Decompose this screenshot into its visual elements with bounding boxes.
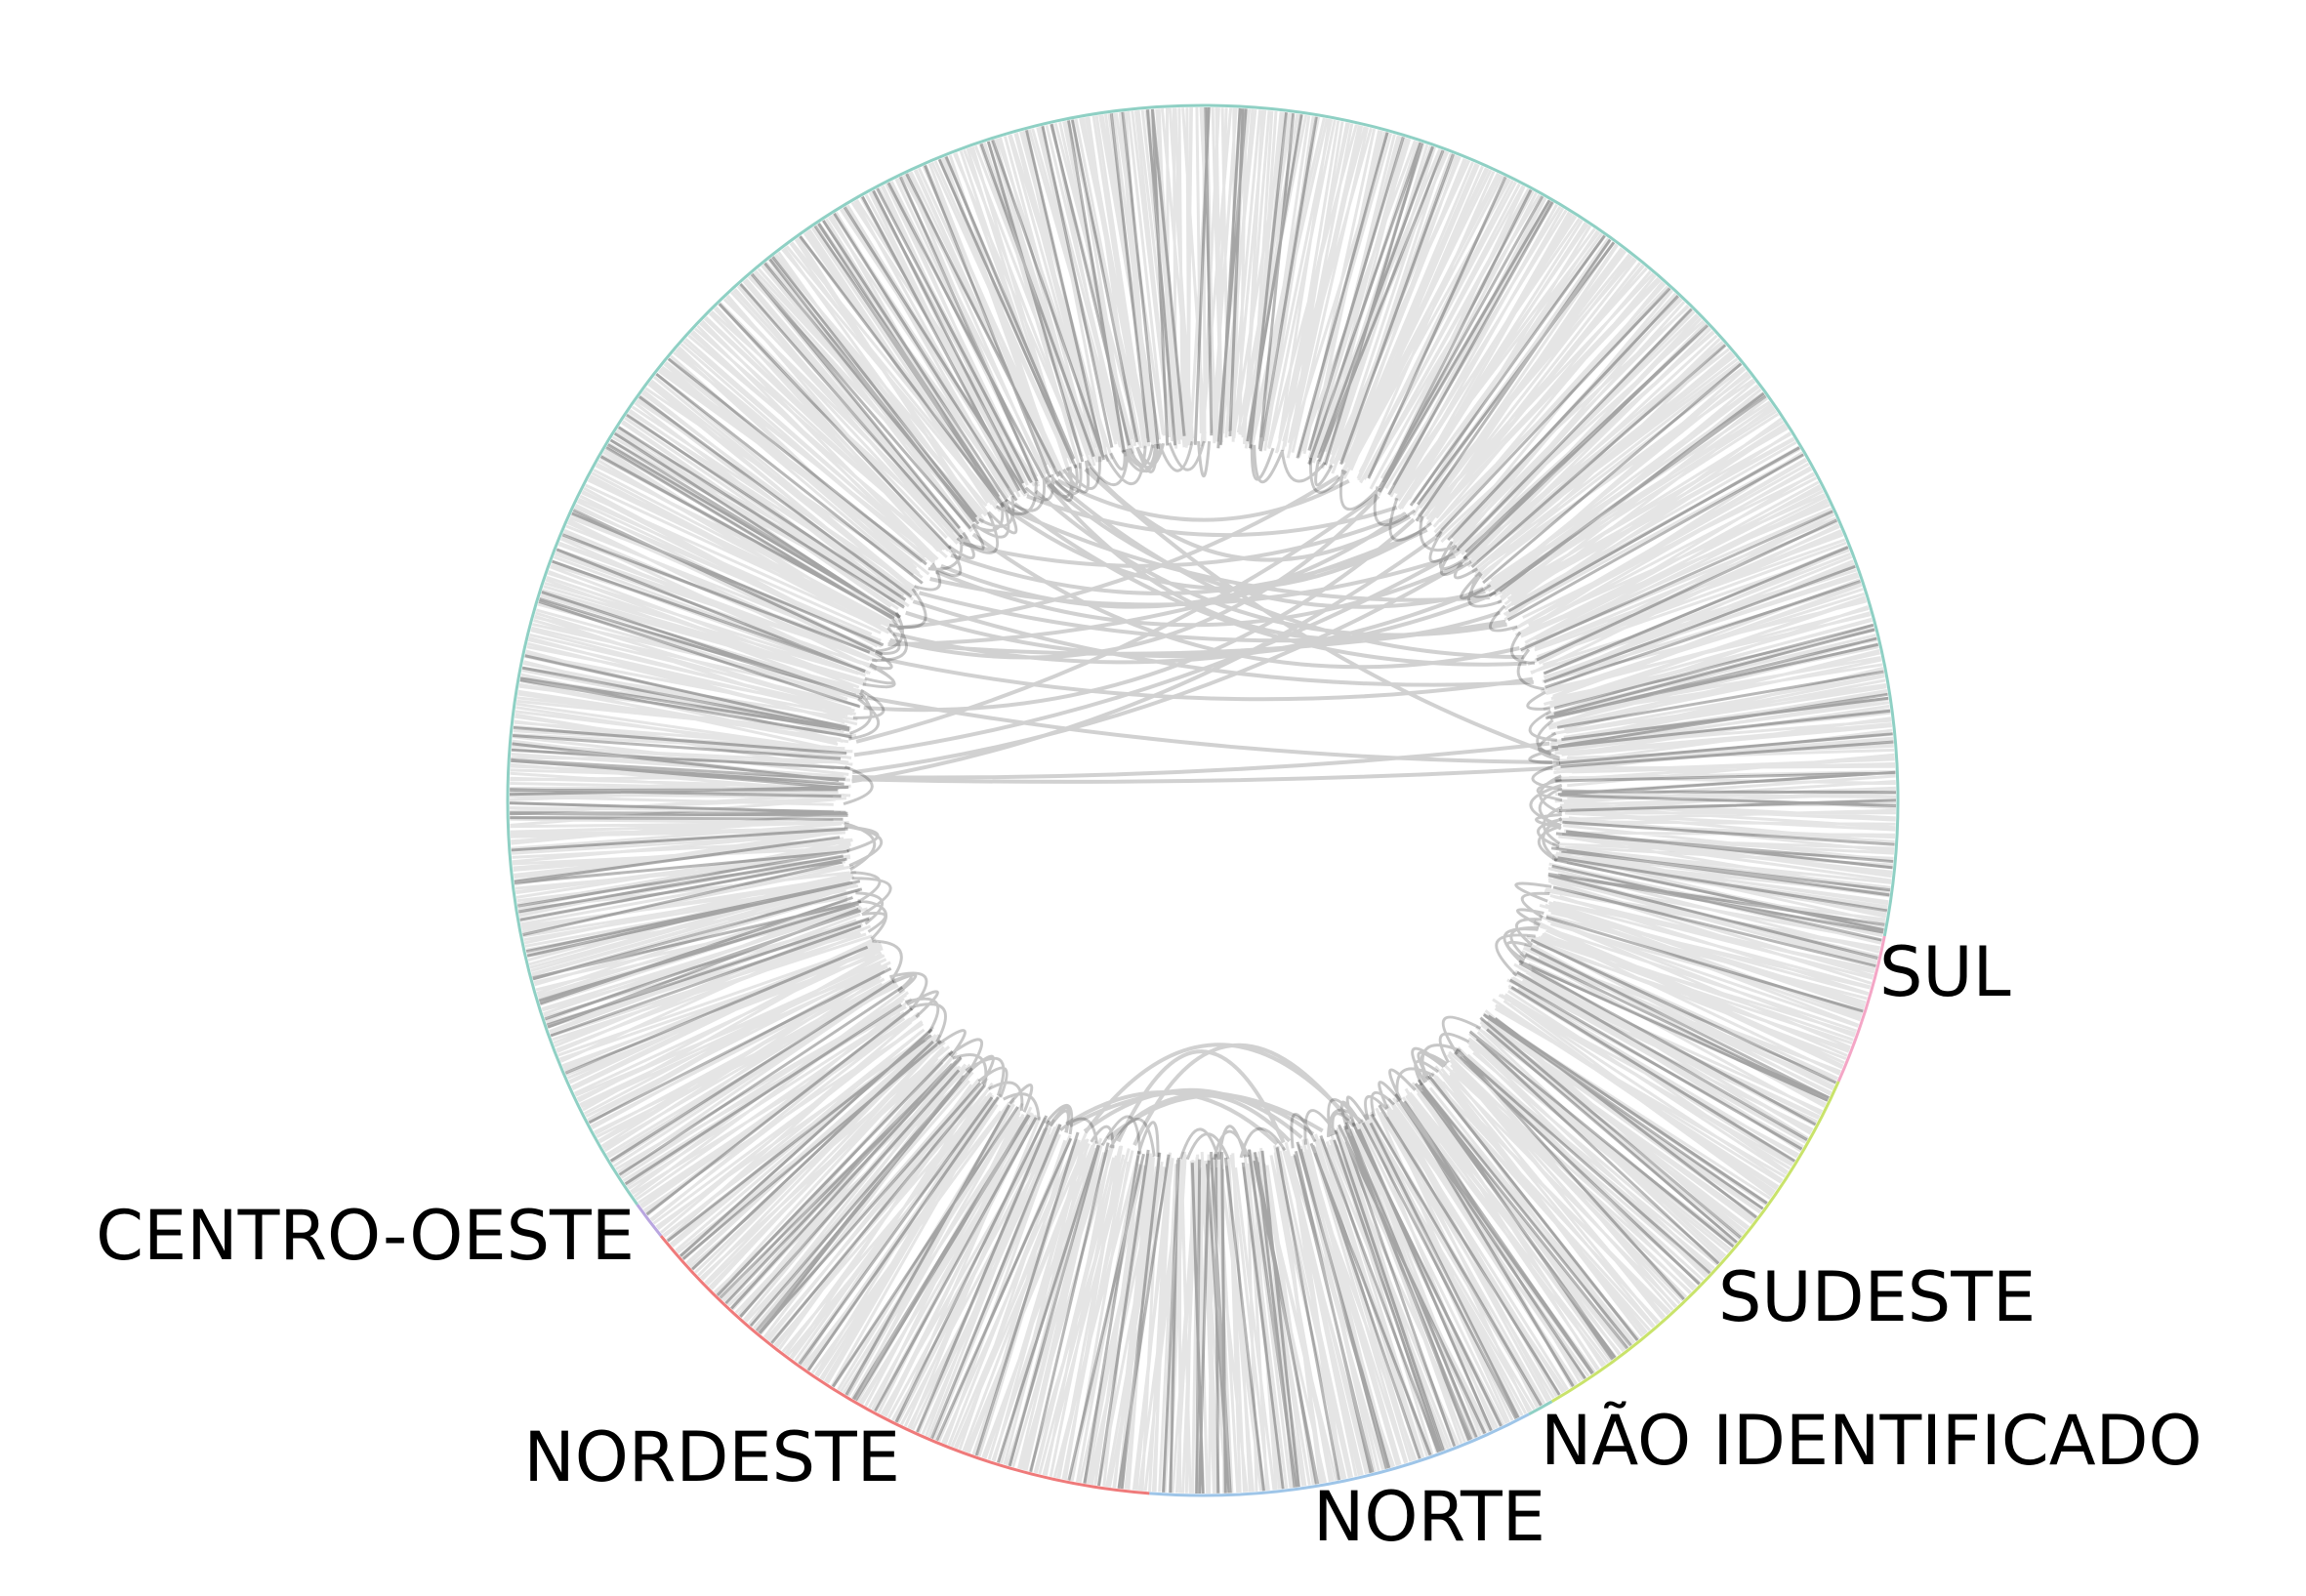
group-arc <box>1836 935 1886 1083</box>
group-arc <box>659 1235 1150 1495</box>
label-nordeste: NORDESTE <box>523 1417 900 1497</box>
group-arc <box>1528 1400 1553 1416</box>
group-arc <box>506 103 1900 1206</box>
group-arc <box>636 1204 663 1237</box>
radial-edges-dark <box>509 106 1897 1494</box>
outer-ring <box>506 103 1900 1497</box>
chord-edges <box>509 106 1897 1494</box>
label-sudeste: SUDESTE <box>1718 1257 2036 1337</box>
radial-edges <box>509 106 1897 1494</box>
group-labels: SUL SUDESTE NÃO IDENTIFICADO NORTE NORDE… <box>96 932 2202 1557</box>
group-arc <box>1149 1412 1530 1497</box>
group-arc <box>1550 1081 1840 1403</box>
label-centro-oeste: CENTRO-OESTE <box>96 1196 635 1276</box>
label-norte: NORTE <box>1313 1477 1545 1557</box>
label-sul: SUL <box>1879 932 2011 1012</box>
inner-loop-edges <box>843 440 1563 1161</box>
label-nao-identificado: NÃO IDENTIFICADO <box>1541 1401 2203 1481</box>
crossing-chords <box>851 467 1553 1146</box>
